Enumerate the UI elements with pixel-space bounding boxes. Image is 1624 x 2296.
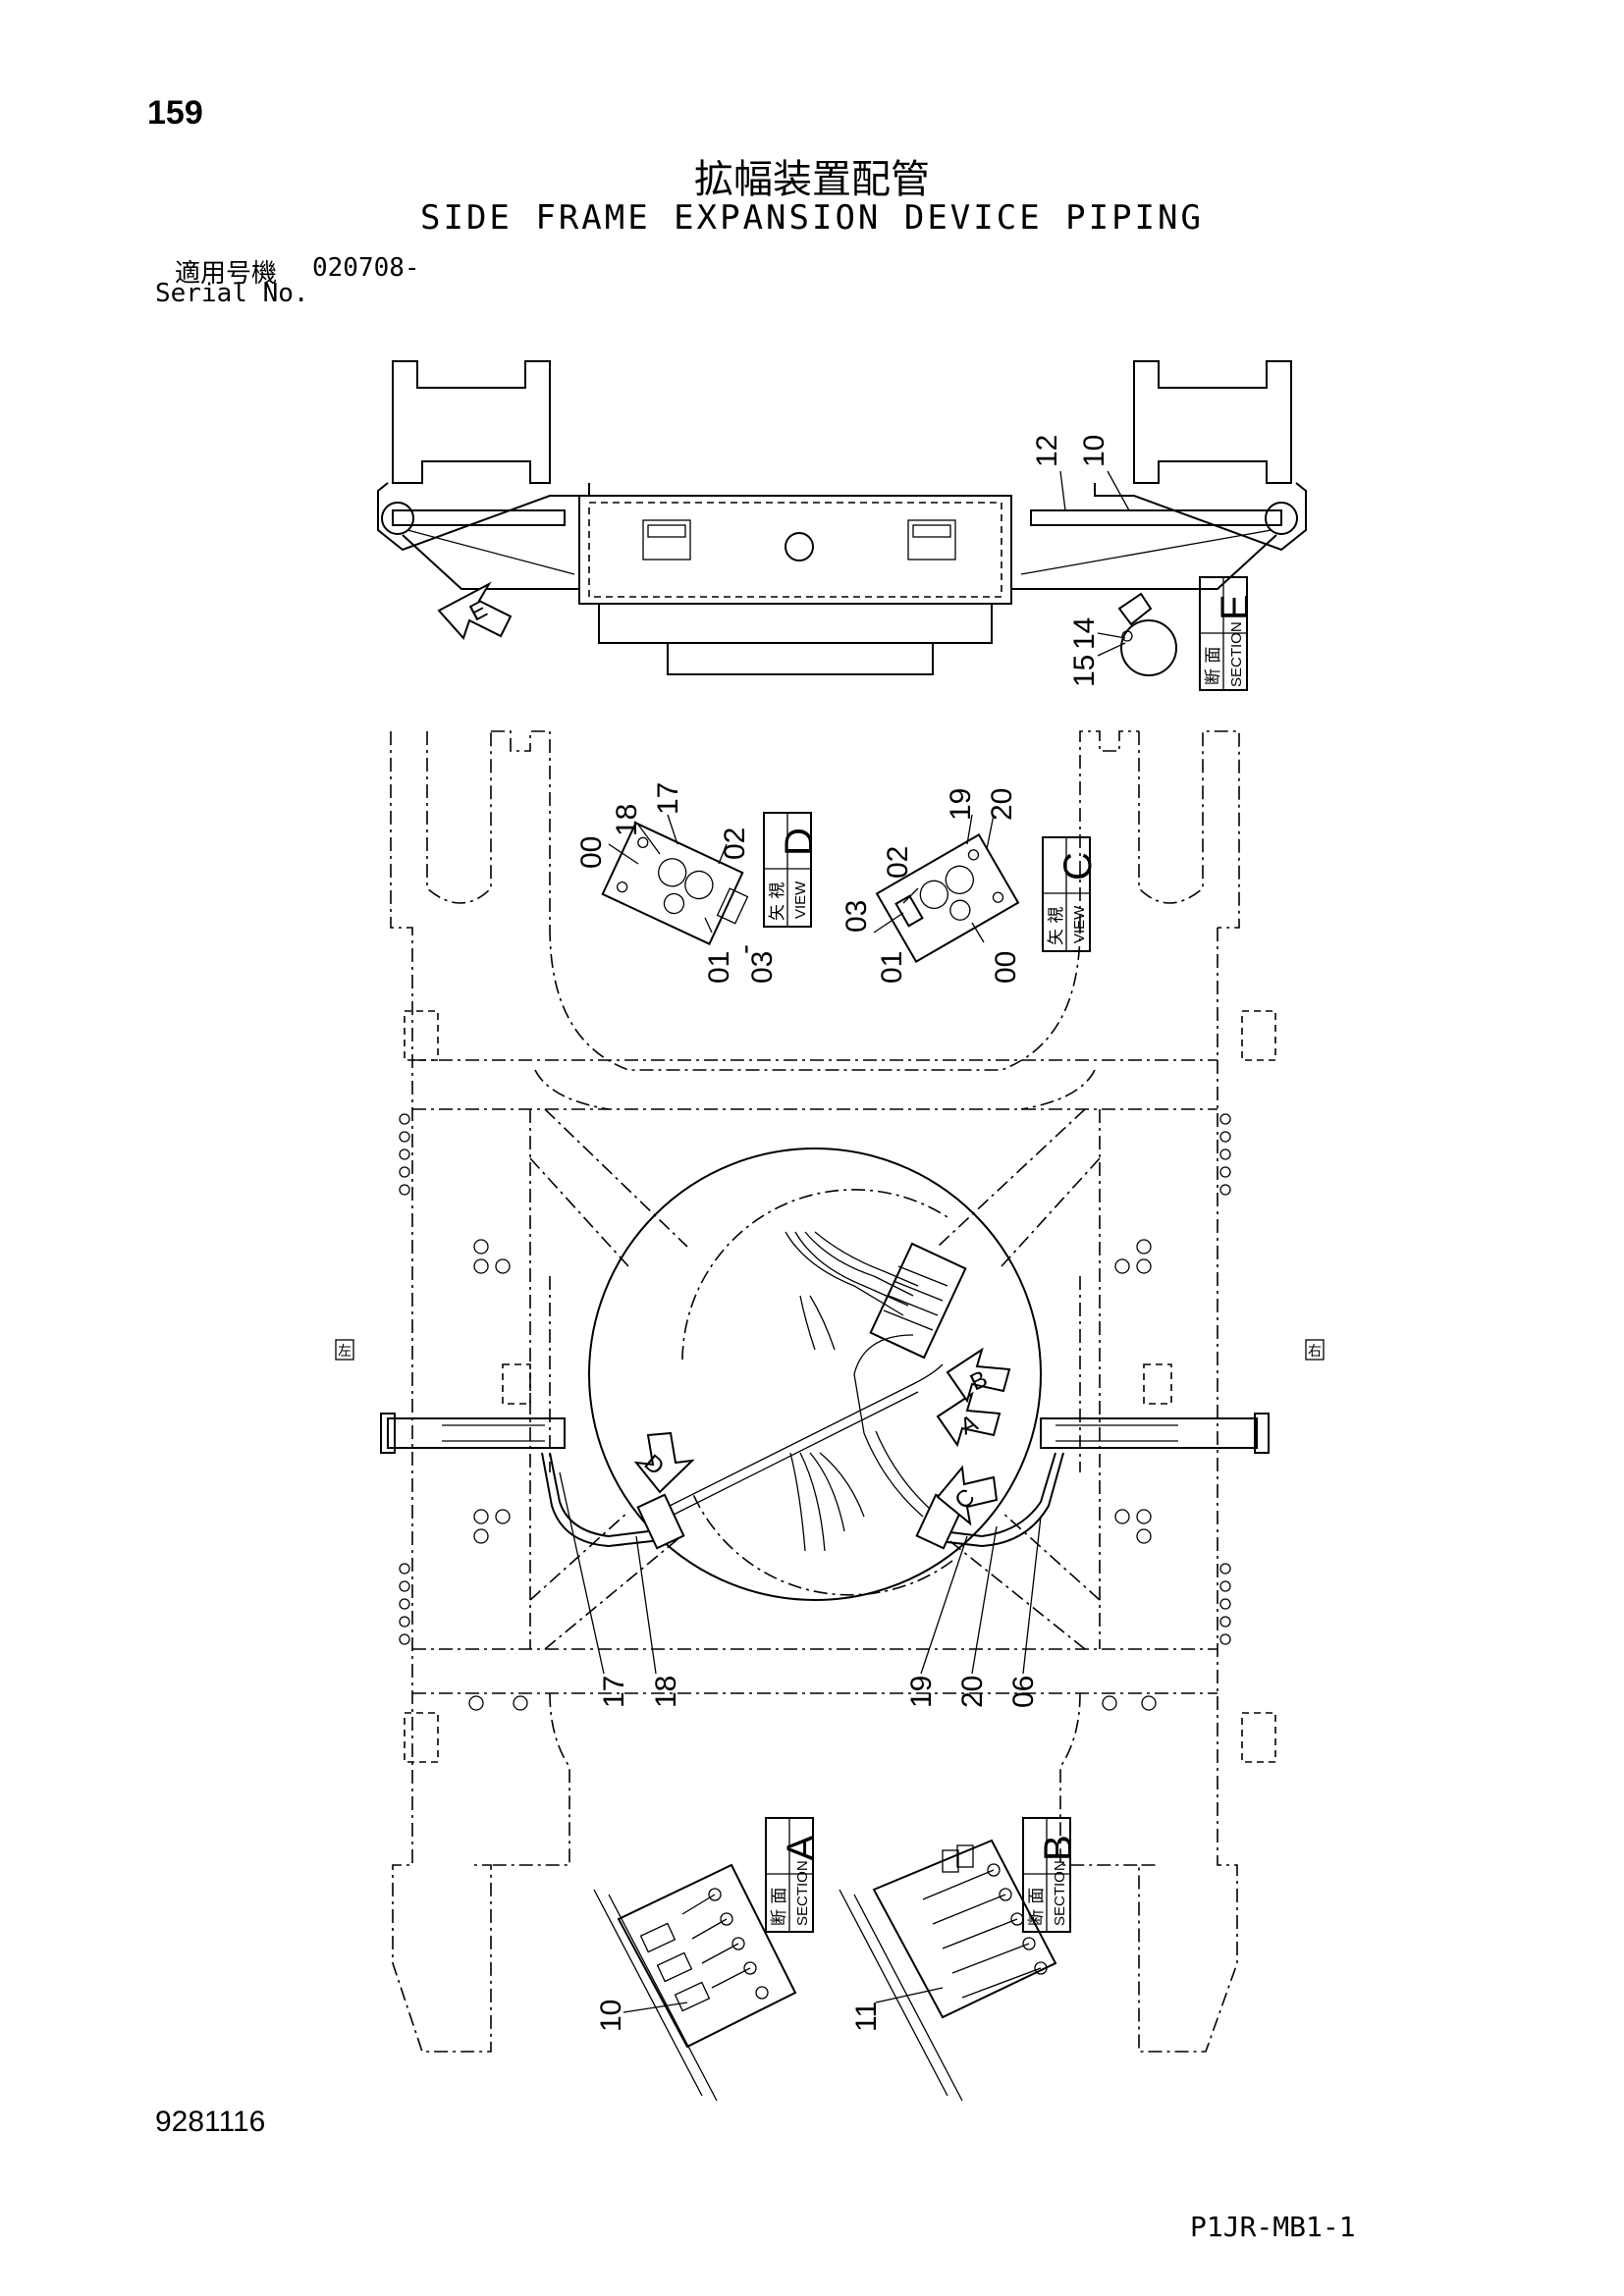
view-d-letter: D	[778, 828, 821, 856]
section-a-label-box: A 断 面 SECTION	[765, 1817, 823, 1933]
arrow-d: D	[633, 1431, 695, 1494]
serial-label-japanese: 適用号機	[175, 259, 278, 289]
page-number: 159	[147, 94, 203, 132]
callout-00-c: 00	[990, 951, 1022, 984]
callout-20-main: 20	[956, 1676, 989, 1708]
section-b-jp: 断 面	[1027, 1888, 1047, 1926]
callout-01-d: 01	[703, 951, 735, 984]
section-b-label-box: B 断 面 SECTION	[1022, 1817, 1080, 1933]
section-b-detail	[839, 1839, 1057, 2102]
callout-19-c: 19	[945, 788, 977, 821]
callout-03-d: 03	[746, 951, 779, 984]
callout-17-main: 17	[598, 1676, 630, 1708]
callout-10-section-a: 10	[595, 2000, 627, 2032]
callout-20-c: 20	[986, 788, 1018, 821]
left-side-mark: 左	[335, 1339, 354, 1361]
view-c-en: VIEW	[1071, 905, 1088, 943]
callout-01-c: 01	[876, 951, 908, 984]
section-a-jp: 断 面	[770, 1888, 789, 1926]
view-d-label-box: D 矢 視 VIEW	[763, 812, 821, 928]
callout-12: 12	[1031, 435, 1063, 467]
callout-18-d: 18	[611, 804, 643, 836]
callout-06-main: 06	[1007, 1676, 1040, 1708]
arrow-e: E	[437, 581, 513, 640]
section-a-letter: A	[780, 1835, 823, 1861]
callout-18-main: 18	[650, 1676, 682, 1708]
right-side-mark: 右	[1305, 1339, 1325, 1361]
serial-label: Serial No.	[155, 279, 309, 308]
right-mark-text: 右	[1308, 1344, 1322, 1360]
view-c-letter: C	[1056, 852, 1100, 881]
arrow-b: B	[946, 1347, 1011, 1404]
callout-15: 15	[1068, 655, 1101, 687]
callout-02-d: 02	[719, 828, 751, 860]
section-e-jp: 断 面	[1204, 647, 1223, 685]
section-e-label-box: E 断 面 SECTION	[1199, 576, 1257, 691]
serial-number-value: 020708-	[312, 253, 420, 283]
section-a-detail	[593, 1863, 797, 2102]
view-c-label-box: C 矢 視 VIEW	[1042, 836, 1100, 952]
page-title: SIDE FRAME EXPANSION DEVICE PIPING	[420, 198, 1204, 238]
section-e-en: SECTION	[1228, 621, 1245, 687]
section-b-letter: B	[1037, 1835, 1080, 1861]
callout-02-c: 02	[882, 846, 914, 879]
section-a-en: SECTION	[794, 1860, 811, 1926]
left-mark-text: 左	[338, 1344, 352, 1360]
section-b-en: SECTION	[1052, 1860, 1068, 1926]
page-title-japanese: 拡幅装置配管	[694, 157, 930, 202]
callout-19-main: 19	[905, 1676, 938, 1708]
section-e-letter: E	[1214, 594, 1257, 620]
document-id: 9281116	[155, 2106, 266, 2138]
view-c-jp: 矢 視	[1047, 907, 1066, 945]
callout-17-d: 17	[652, 782, 684, 815]
arrow-a: A	[936, 1391, 1001, 1448]
view-d-en: VIEW	[792, 881, 809, 919]
top-view-frame	[377, 360, 1307, 675]
callout-10: 10	[1078, 435, 1110, 467]
section-e-detail	[1097, 592, 1177, 676]
callout-11-section-b: 11	[850, 2002, 883, 2032]
view-c-detail	[873, 814, 1020, 964]
page-code: P1JR-MB1-1	[1190, 2211, 1356, 2243]
view-d-detail	[601, 814, 749, 945]
callout-14: 14	[1068, 617, 1101, 650]
callout-dash-d: -	[729, 944, 761, 954]
view-d-jp: 矢 視	[768, 882, 787, 921]
callout-03-c: 03	[840, 900, 873, 933]
callout-00-d: 00	[575, 836, 608, 869]
main-plan-view	[380, 730, 1276, 2053]
